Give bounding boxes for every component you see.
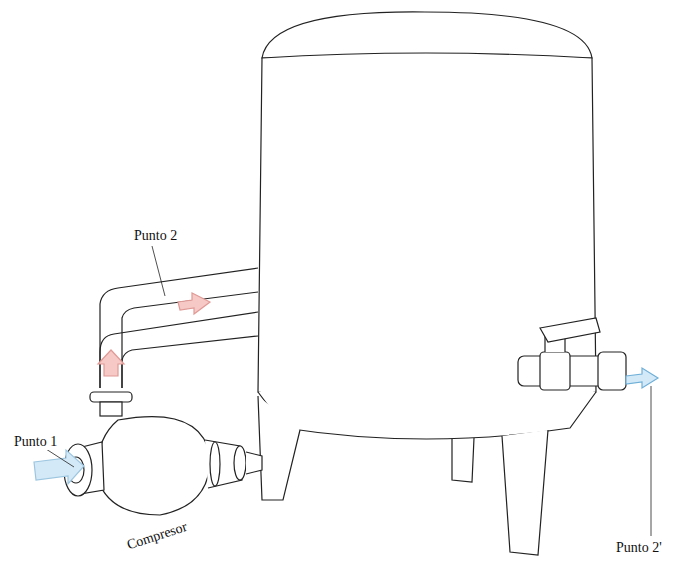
point-label: Punto 1 bbox=[12, 434, 59, 450]
tank-leg bbox=[452, 438, 474, 482]
point-label: Compresor bbox=[123, 518, 191, 554]
valve-handle bbox=[540, 318, 600, 342]
flow-arrow bbox=[98, 350, 124, 376]
pipe bbox=[122, 336, 258, 388]
flow-arrow bbox=[34, 450, 84, 484]
point-label: Punto 2' bbox=[614, 540, 664, 556]
point-label: Punto 2 bbox=[132, 228, 179, 244]
flange bbox=[90, 392, 132, 402]
tank-dome bbox=[262, 12, 592, 58]
flange-neck bbox=[100, 402, 122, 416]
leader-line bbox=[152, 246, 165, 296]
tank-leg bbox=[258, 396, 300, 500]
tank-leg bbox=[502, 430, 548, 555]
tank-body bbox=[258, 53, 596, 406]
leader-line bbox=[651, 386, 652, 536]
compressor-casing bbox=[97, 417, 210, 515]
pipe-edge bbox=[100, 268, 258, 388]
pipe-edge bbox=[122, 292, 258, 388]
pipe bbox=[100, 312, 258, 388]
flow-arrow bbox=[626, 368, 658, 388]
flow-arrow bbox=[178, 293, 210, 314]
leader-line bbox=[46, 449, 74, 467]
